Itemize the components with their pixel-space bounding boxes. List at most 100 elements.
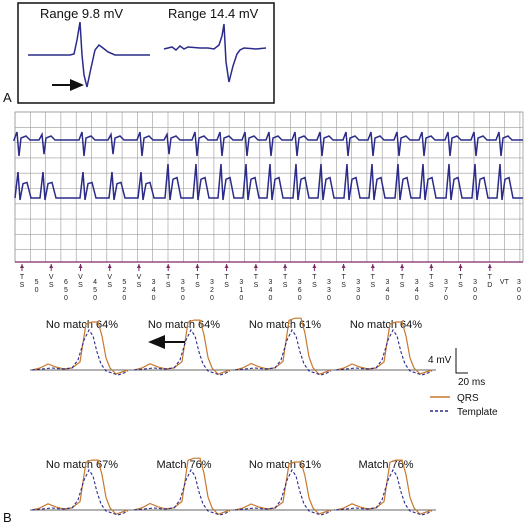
marker-char: 6 — [298, 287, 302, 294]
marker-char: 3 — [239, 279, 243, 286]
scale-bar: 4 mV 20 ms — [428, 348, 485, 388]
marker-char: 3 — [152, 279, 156, 286]
marker-char: T — [283, 274, 288, 281]
panel-a-label: A — [3, 90, 12, 105]
marker-char: 0 — [210, 295, 214, 302]
beat-match-label: No match 64% — [350, 319, 422, 331]
marker-char: T — [458, 274, 463, 281]
marker-tick-arrow — [107, 264, 112, 268]
marker-tick-arrow — [224, 264, 229, 268]
marker-char: V — [137, 274, 142, 281]
marker-tick-arrow — [487, 264, 492, 268]
panel-a-right-title: Range 14.4 mV — [168, 6, 259, 21]
marker-char: V — [78, 274, 83, 281]
marker-char: 5 — [122, 279, 126, 286]
marker-char: 0 — [298, 295, 302, 302]
beat-match-label: No match 61% — [249, 319, 321, 331]
beat-template-trace — [133, 468, 231, 516]
beat-template-trace — [234, 468, 332, 516]
panel-b-label: B — [3, 510, 12, 525]
marker-tick-arrow — [341, 264, 346, 268]
marker-char: 0 — [473, 295, 477, 302]
panel-b-arrow-icon — [148, 335, 165, 349]
marker-char: S — [254, 282, 259, 289]
marker-char: 0 — [517, 295, 521, 302]
marker-char: 2 — [122, 287, 126, 294]
beat-qrs-trace — [31, 459, 129, 515]
marker-char: S — [429, 282, 434, 289]
beat-match-label: Match 76% — [358, 459, 413, 471]
marker-char: 4 — [93, 279, 97, 286]
marker-char: 0 — [385, 295, 389, 302]
marker-char: 0 — [517, 287, 521, 294]
marker-char: 4 — [152, 287, 156, 294]
panel-a-left-egm — [28, 21, 150, 88]
marker-char: T — [341, 274, 346, 281]
marker-char: 5 — [35, 279, 39, 286]
marker-char: 5 — [64, 287, 68, 294]
marker-char: 0 — [415, 295, 419, 302]
beat-match-label: Match 76% — [156, 459, 211, 471]
marker-char: S — [224, 282, 229, 289]
egm-channel-2 — [14, 163, 523, 201]
marker-char: 3 — [473, 279, 477, 286]
marker-char: T — [488, 274, 493, 281]
beat-template-trace — [31, 328, 129, 376]
scale-time: 20 ms — [458, 377, 485, 388]
marker-char: 3 — [327, 287, 331, 294]
beat-panel: No match 64% — [30, 319, 132, 376]
marker-char: 4 — [385, 287, 389, 294]
marker-char: V — [107, 274, 112, 281]
marker-char: 3 — [210, 279, 214, 286]
marker-char: S — [195, 282, 200, 289]
panel-a-arrow-icon — [70, 79, 84, 91]
beat-panel: No match 61% — [233, 317, 335, 376]
marker-char: T — [224, 274, 229, 281]
marker-tick-arrow — [195, 264, 200, 268]
marker-char: S — [370, 282, 375, 289]
legend: QRS Template — [430, 393, 498, 418]
marker-char: T — [20, 274, 25, 281]
marker-char: 0 — [327, 295, 331, 302]
marker-tick-arrow — [283, 264, 288, 268]
marker-char: 3 — [298, 279, 302, 286]
marker-tick-arrow — [312, 264, 317, 268]
panel-a-frame — [17, 2, 275, 104]
beat-template-trace — [234, 328, 332, 376]
panel-a-left-title: Range 9.8 mV — [40, 6, 123, 21]
marker-char: 3 — [327, 279, 331, 286]
marker-char: 3 — [517, 279, 521, 286]
marker-char: 3 — [444, 279, 448, 286]
beat-match-label: No match 61% — [249, 459, 321, 471]
beat-qrs-trace — [234, 317, 332, 375]
marker-tick-arrow — [253, 264, 258, 268]
beat-template-trace — [31, 468, 129, 516]
scale-voltage: 4 mV — [428, 355, 452, 366]
marker-char: 7 — [444, 287, 448, 294]
marker-tick-arrow — [136, 264, 141, 268]
panel-a: Range 9.8 mV Range 14.4 mV A — [3, 2, 275, 105]
marker-char: 3 — [415, 279, 419, 286]
marker-char: 0 — [473, 287, 477, 294]
marker-char: 3 — [356, 279, 360, 286]
marker-char: 4 — [269, 287, 273, 294]
marker-tick-arrow — [458, 264, 463, 268]
marker-char: T — [312, 274, 317, 281]
beat-qrs-trace — [335, 459, 433, 515]
marker-char: S — [166, 282, 171, 289]
scale-bar-lines — [455, 348, 468, 374]
marker-char: 3 — [181, 279, 185, 286]
marker-tick-arrow — [20, 264, 24, 268]
marker-char: 3 — [269, 279, 273, 286]
marker-char: S — [458, 282, 463, 289]
marker-char: T — [254, 274, 259, 281]
marker-char: 4 — [415, 287, 419, 294]
marker-char: 5 — [181, 287, 185, 294]
beat-panel: No match 61% — [233, 459, 335, 516]
legend-template-label: Template — [457, 407, 498, 418]
beat-match-label: No match 67% — [46, 459, 118, 471]
marker-tick-arrow — [166, 264, 171, 268]
